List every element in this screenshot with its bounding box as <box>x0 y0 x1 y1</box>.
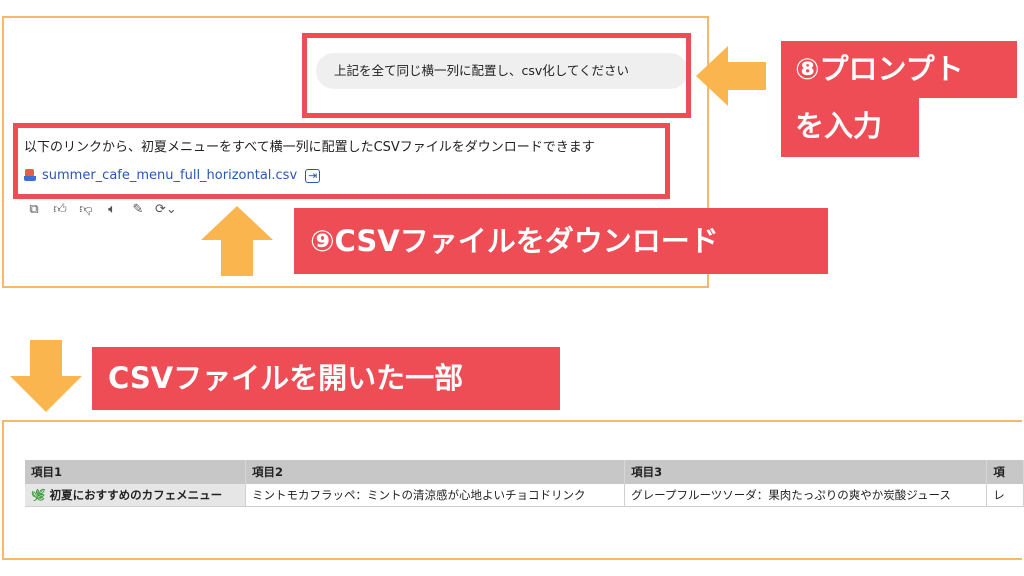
step9-callout: ⑨CSVファイルをダウンロード <box>294 208 828 274</box>
csv-table-viewport: 項目1 項目2 項目3 項 🌿︎初夏におすすめのカフェメニュー ミントモカフラッ… <box>25 460 1024 510</box>
row-cell-1-text: 初夏におすすめのカフェメニュー <box>49 487 223 502</box>
header-cell-2[interactable]: 項目2 <box>245 460 626 484</box>
csv-header-row: 項目1 項目2 項目3 項 <box>25 460 1024 484</box>
step8-callout-line2: を入力 <box>781 98 919 157</box>
row-cell-3[interactable]: グレープフルーツソーダ：果肉たっぷりの爽やか炭酸ジュース <box>624 484 988 507</box>
arrow-down-icon <box>10 340 82 412</box>
speaker-icon[interactable]: 🔈︎ <box>108 202 116 217</box>
csv-table: 項目1 項目2 項目3 項 🌿︎初夏におすすめのカフェメニュー ミントモカフラッ… <box>25 460 1024 507</box>
leaf-icon: 🌿︎ <box>31 487 46 502</box>
prompt-highlight-box <box>302 33 691 118</box>
answer-highlight-box <box>13 123 670 199</box>
chat-screenshot-frame <box>2 16 709 288</box>
row-cell-4[interactable]: レ <box>986 484 1024 507</box>
message-action-row: ⧉ 👍︎ 👎︎ 🔈︎ ✎ ⟳⌄ <box>25 202 177 217</box>
header-cell-4[interactable]: 項 <box>986 460 1024 484</box>
row-cell-2[interactable]: ミントモカフラッペ：ミントの清涼感が心地よいチョコドリンク <box>245 484 626 507</box>
csv-file-name[interactable]: summer_cafe_menu_full_horizontal.csv <box>42 168 298 183</box>
table-row: 🌿︎初夏におすすめのカフェメニュー ミントモカフラッペ：ミントの清涼感が心地よい… <box>25 484 1024 507</box>
arrow-up-icon <box>201 206 273 276</box>
row-cell-1[interactable]: 🌿︎初夏におすすめのカフェメニュー <box>25 484 246 507</box>
csv-screenshot-frame <box>2 420 1022 560</box>
header-cell-1[interactable]: 項目1 <box>25 460 246 484</box>
user-prompt-bubble: 上記を全て同じ横一列に配置し、csv化してください <box>316 53 688 89</box>
arrow-left-icon <box>696 46 766 106</box>
copy-icon[interactable]: ⧉ <box>29 202 39 217</box>
csv-opened-callout: CSVファイルを開いた一部 <box>92 347 560 410</box>
file-icon <box>24 169 37 182</box>
thumbs-down-icon[interactable]: 👎︎ <box>79 202 93 217</box>
step8-callout-line1: ⑧プロンプト <box>781 41 1017 98</box>
edit-icon[interactable]: ✎ <box>132 202 144 217</box>
thumbs-up-icon[interactable]: 👍︎ <box>53 202 67 217</box>
regenerate-icon[interactable]: ⟳⌄ <box>155 202 177 217</box>
header-cell-3[interactable]: 項目3 <box>624 460 988 484</box>
download-icon[interactable]: ⇥ <box>305 168 321 183</box>
csv-download-link[interactable]: summer_cafe_menu_full_horizontal.csv ⇥ <box>24 168 321 183</box>
assistant-answer-text: 以下のリンクから、初夏メニューをすべて横一列に配置したCSVファイルをダウンロー… <box>24 140 595 155</box>
